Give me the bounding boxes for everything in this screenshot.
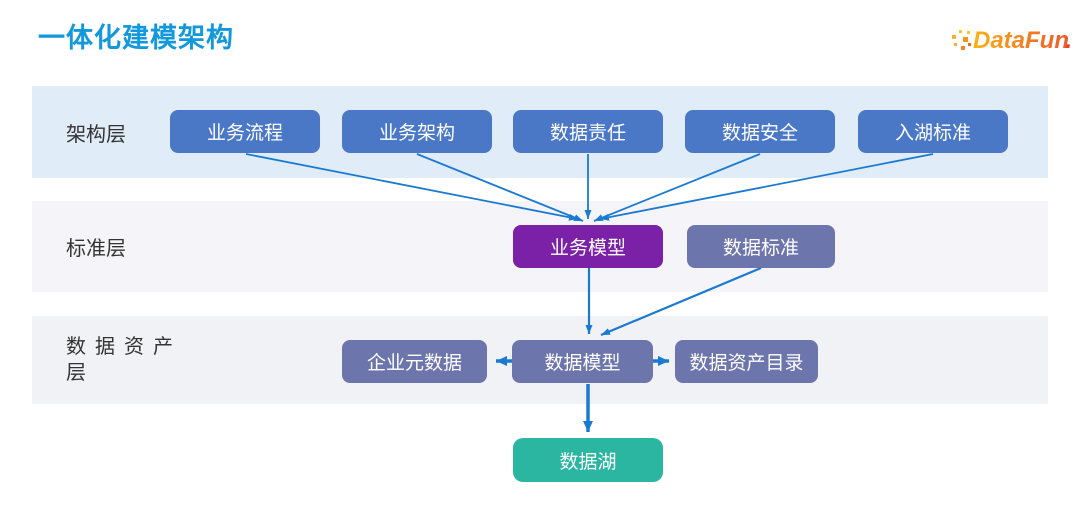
node-data-model: 数据模型 bbox=[512, 340, 653, 383]
node-business-architecture: 业务架构 bbox=[342, 110, 492, 153]
datafun-logo: DataFun . bbox=[950, 26, 1074, 58]
page-title: 一体化建模架构 bbox=[38, 23, 234, 53]
node-data-lake: 数据湖 bbox=[513, 438, 663, 482]
logo-wordmark: DataFun bbox=[973, 27, 1069, 54]
node-data-standard: 数据标准 bbox=[687, 225, 835, 268]
node-data-asset-catalog: 数据资产目录 bbox=[675, 340, 818, 383]
node-business-model: 业务模型 bbox=[513, 225, 663, 268]
node-data-security: 数据安全 bbox=[685, 110, 835, 153]
layer-label-data-asset: 数据资产层 bbox=[66, 336, 182, 384]
layer-label-architecture: 架构层 bbox=[66, 123, 126, 146]
node-business-process: 业务流程 bbox=[170, 110, 320, 153]
node-lake-entry-standard: 入湖标准 bbox=[858, 110, 1008, 153]
logo-dot: . bbox=[1065, 27, 1072, 54]
layer-band-data-asset: 数据资产层 bbox=[32, 316, 1048, 404]
logo-pixel-mosaic-icon bbox=[950, 28, 972, 54]
node-enterprise-metadata: 企业元数据 bbox=[342, 340, 487, 383]
node-data-responsibility: 数据责任 bbox=[513, 110, 663, 153]
layer-label-standard: 标准层 bbox=[66, 238, 126, 260]
